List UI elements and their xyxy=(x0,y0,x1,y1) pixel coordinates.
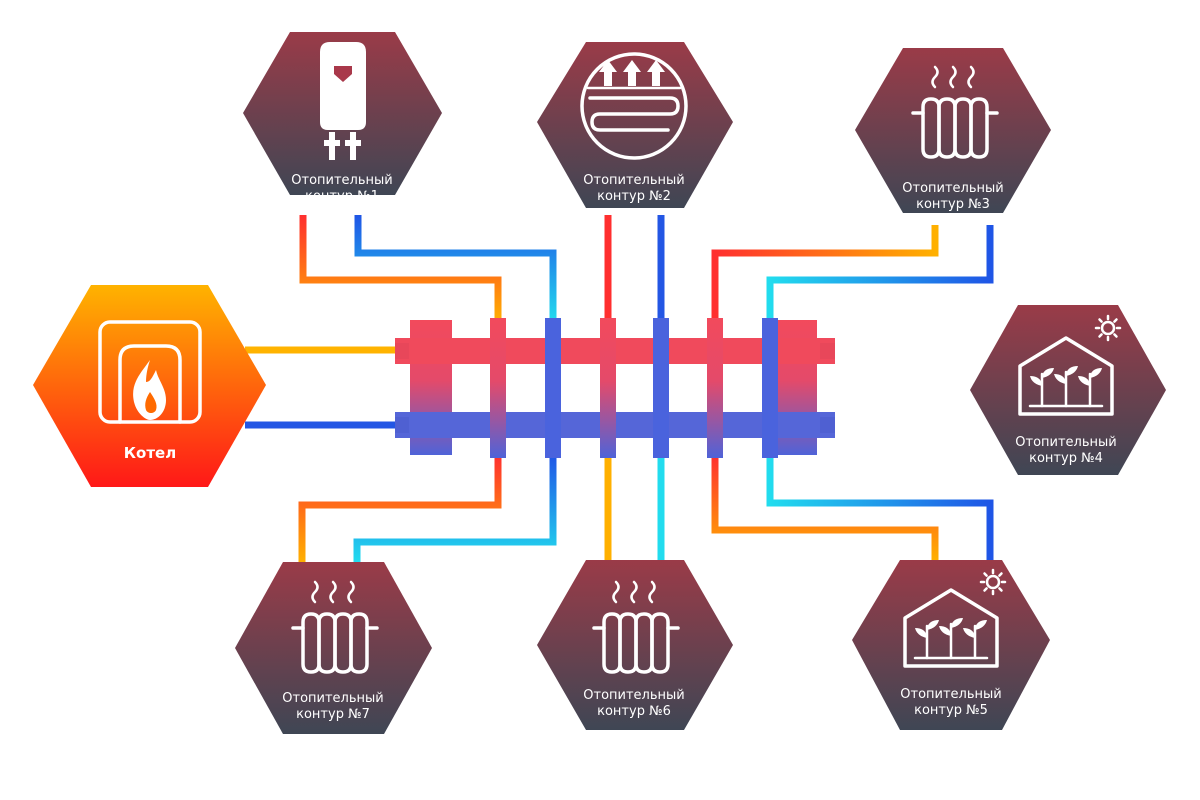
circuit-4-label-line1: Отопительный xyxy=(1015,435,1116,450)
pipe-circuit-3-supply xyxy=(711,225,939,322)
circuit-2-label-line1: Отопительный xyxy=(583,173,684,188)
circuit-node-6: Отопительный контур №6 xyxy=(537,560,733,730)
circuit-7-label-line1: Отопительный xyxy=(282,691,383,706)
circuit-5-label-line1: Отопительный xyxy=(900,687,1001,702)
radiator-icon xyxy=(911,65,999,159)
circuit-node-4: Отопительный контур №4 xyxy=(970,305,1166,475)
circuit-2-label-line2: контур №2 xyxy=(597,189,671,204)
boiler-icon xyxy=(98,320,202,424)
circuit-1-label-line1: Отопительный xyxy=(291,173,392,188)
greenhouse-icon xyxy=(1018,314,1122,416)
manifold-taps xyxy=(490,318,778,458)
pipe-circuit-1-supply xyxy=(299,215,502,322)
water-heater-icon xyxy=(320,42,366,160)
circuit-node-1: Отопительный контур №1 xyxy=(243,32,442,204)
sun-icon xyxy=(1094,314,1122,342)
pipe-circuit-7-supply xyxy=(298,455,502,562)
circuit-3-label-line1: Отопительный xyxy=(902,181,1003,196)
circuit-5-label-line2: контур №5 xyxy=(914,703,988,718)
circuit-node-3: Отопительный контур №3 xyxy=(855,48,1051,213)
pipes xyxy=(245,215,995,562)
underfloor-heating-icon xyxy=(580,52,688,160)
boiler-node: Котел xyxy=(33,285,266,487)
radiator-icon xyxy=(592,580,680,674)
circuit-node-7: Отопительный контур №7 xyxy=(235,562,432,734)
greenhouse-icon xyxy=(903,568,1007,668)
circuit-node-2: Отопительный контур №2 xyxy=(537,42,733,208)
circuit-4-label-line2: контур №4 xyxy=(1029,451,1103,466)
circuit-7-label-line2: контур №7 xyxy=(296,707,370,722)
circuit-3-label-line2: контур №3 xyxy=(916,197,990,212)
circuit-1-label-line2: контур №1 xyxy=(305,189,379,204)
radiator-icon xyxy=(291,580,379,674)
pipe-circuit-5-supply xyxy=(711,455,939,560)
boiler-label: Котел xyxy=(124,444,176,462)
circuit-6-label-line1: Отопительный xyxy=(583,688,684,703)
circuit-6-label-line2: контур №6 xyxy=(597,704,671,719)
hydraulic-manifold xyxy=(395,318,835,458)
pipe-circuit-1-return xyxy=(354,215,557,322)
pipe-circuit-7-return xyxy=(353,455,557,562)
pipe-circuit-5-return xyxy=(766,455,994,560)
pipe-circuit-3-return xyxy=(766,225,994,322)
sun-icon xyxy=(979,568,1007,596)
circuit-node-5: Отопительный контур №5 xyxy=(852,560,1050,730)
